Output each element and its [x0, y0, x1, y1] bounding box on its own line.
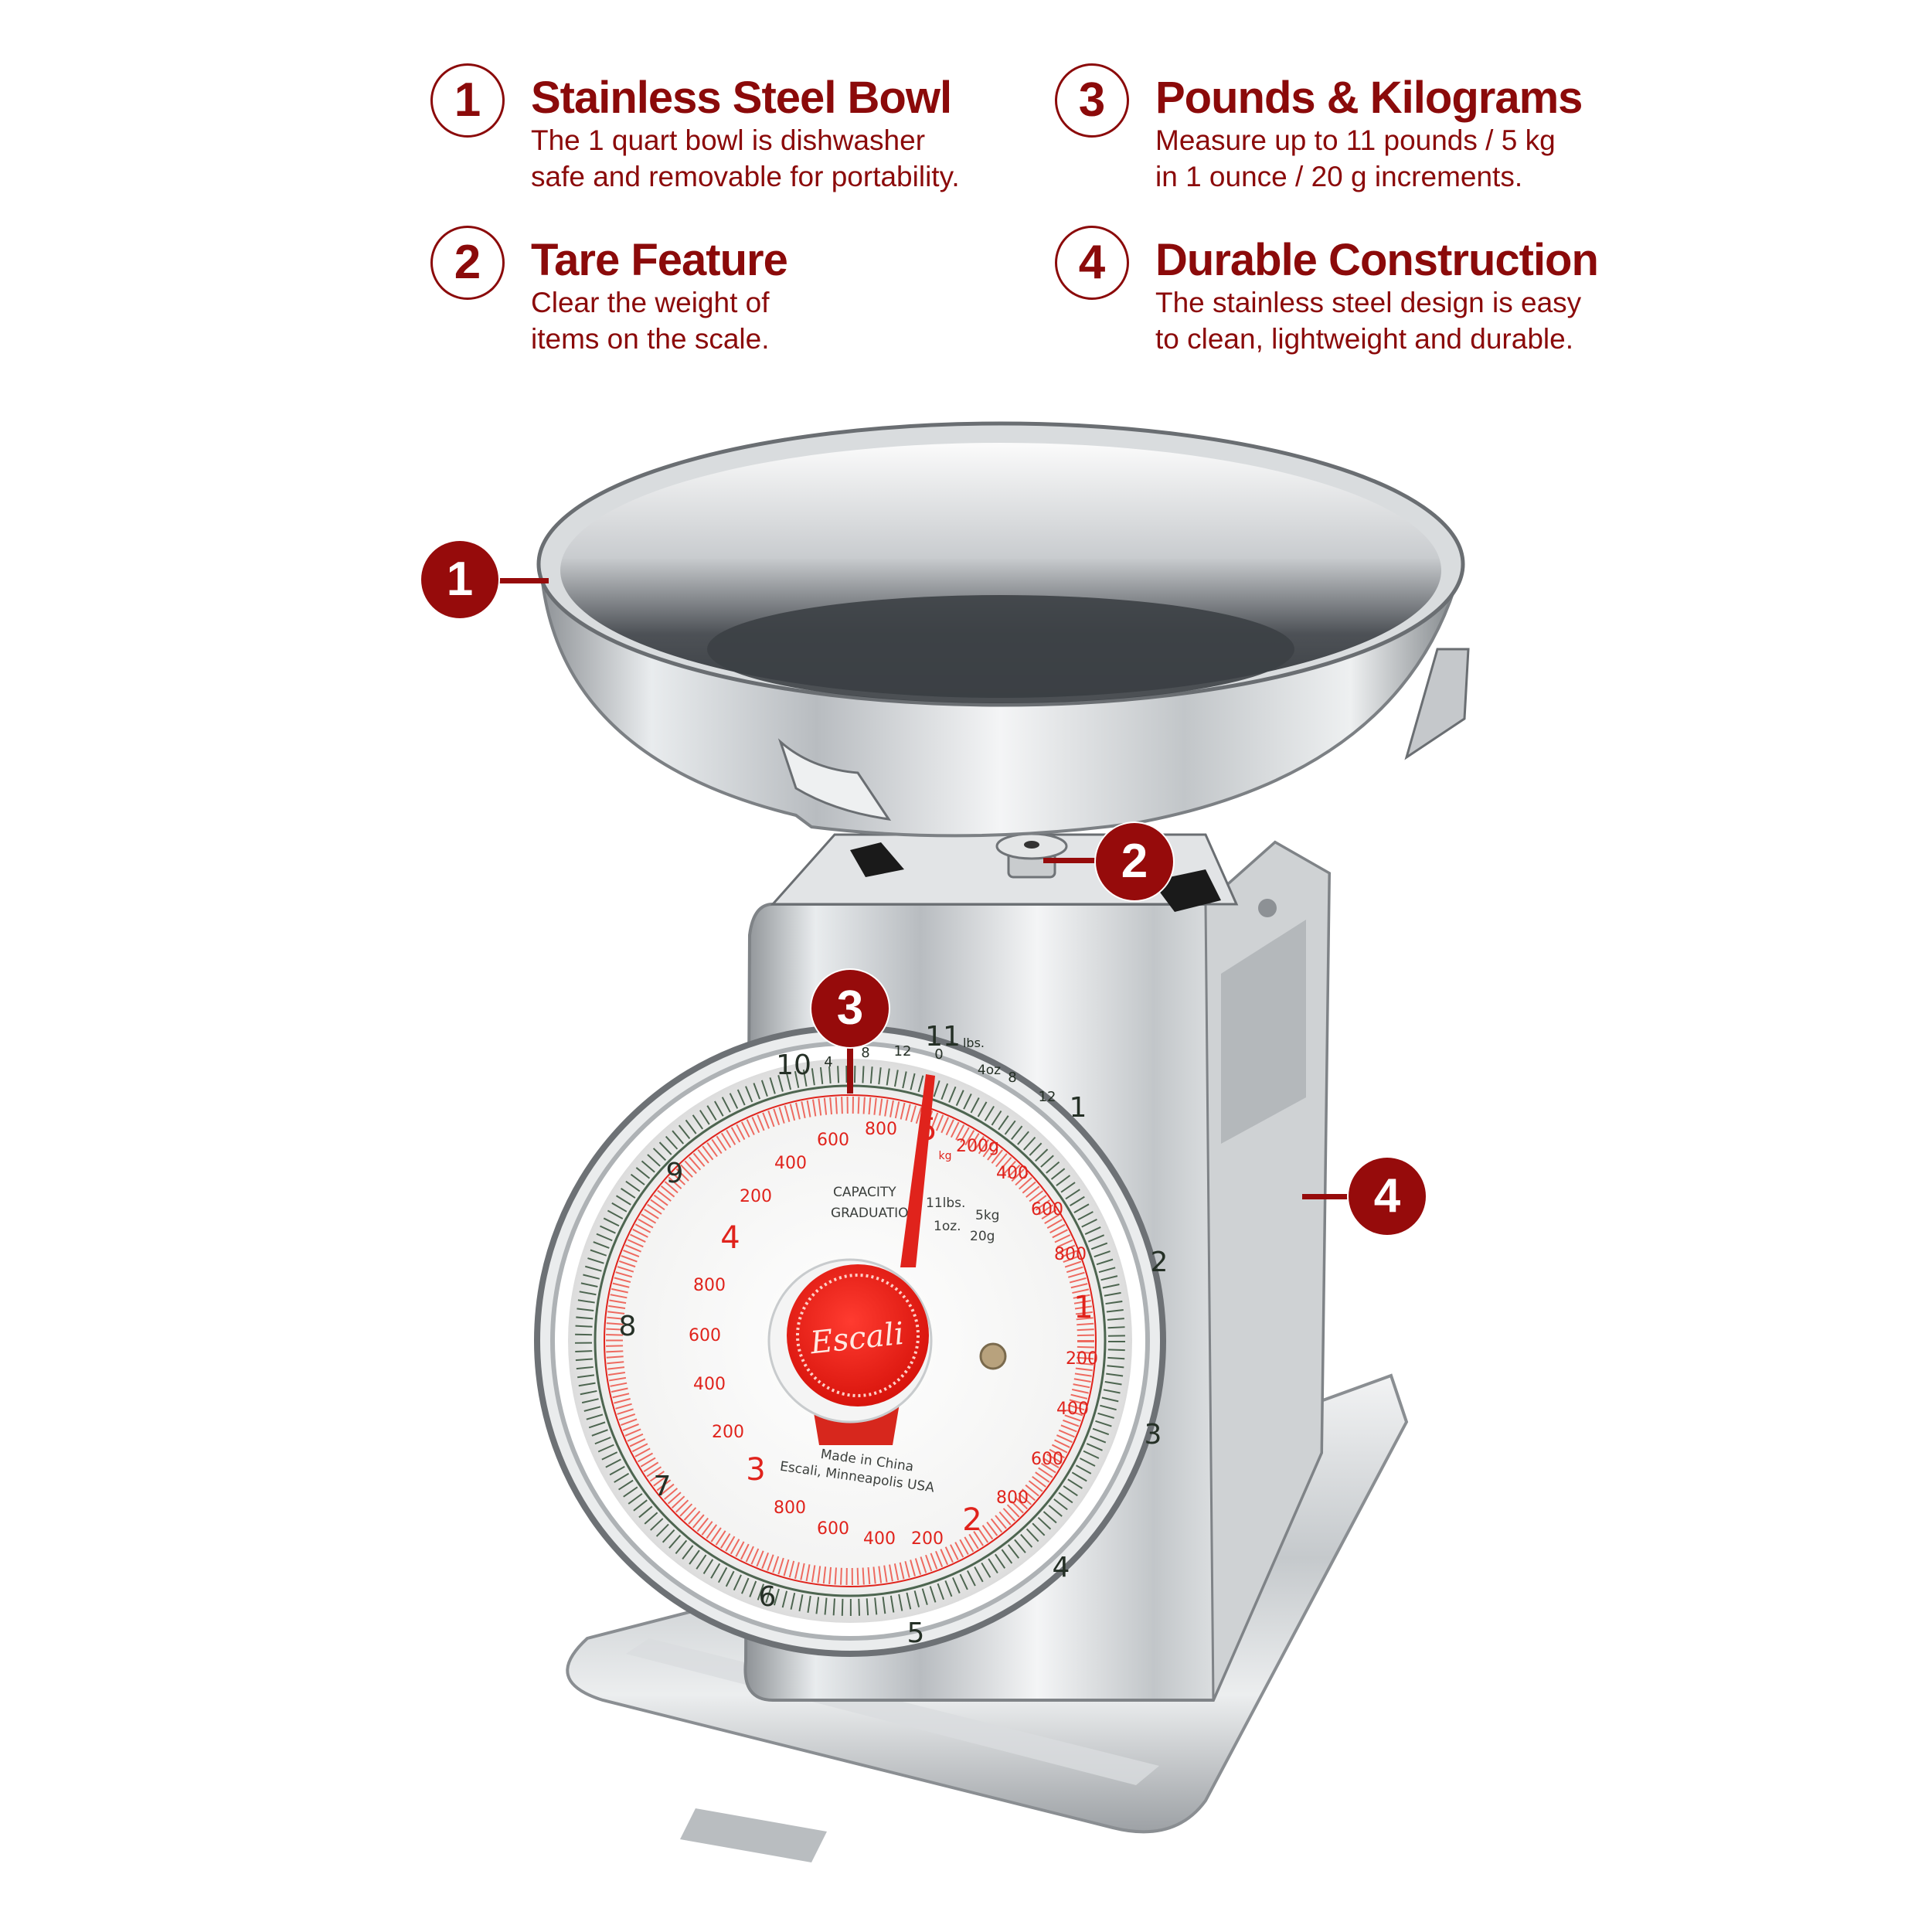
svg-text:400: 400 — [863, 1529, 896, 1549]
capacity-info: CAPACITY 11lbs. 5kg GRADUATION 1oz. 20g — [831, 1185, 999, 1244]
feature-description: Measure up to 11 pounds / 5 kg in 1 ounc… — [1155, 122, 1556, 195]
lb-8: 8 — [619, 1311, 637, 1342]
svg-text:400: 400 — [774, 1154, 807, 1173]
svg-text:400: 400 — [1056, 1400, 1089, 1419]
svg-text:600: 600 — [1031, 1200, 1063, 1219]
callout-line-bowl — [495, 578, 549, 583]
feature-description: Clear the weight of items on the scale. — [531, 284, 770, 357]
svg-text:1oz.: 1oz. — [934, 1219, 961, 1234]
needle — [900, 1074, 935, 1267]
svg-text:800: 800 — [1054, 1245, 1087, 1264]
feature-description-line: Clear the weight of — [531, 287, 770, 318]
feature-description: The stainless steel design is easy to cl… — [1155, 284, 1581, 357]
svg-text:200: 200 — [911, 1529, 944, 1549]
kg-3: 3 — [746, 1452, 765, 1488]
svg-text:600: 600 — [689, 1326, 721, 1345]
callout-line-tare — [1043, 858, 1105, 863]
callout-line-body — [1302, 1194, 1356, 1199]
svg-text:4: 4 — [824, 1054, 832, 1070]
feature-number-badge: 4 — [1055, 226, 1129, 300]
svg-text:200: 200 — [712, 1423, 744, 1442]
callout-marker-3: 3 — [811, 970, 889, 1047]
kg-1: 1 — [1073, 1290, 1093, 1325]
feature-description-line: safe and removable for portability. — [531, 161, 960, 192]
feature-number-badge: 2 — [430, 226, 505, 300]
kg-4: 4 — [720, 1220, 740, 1256]
lb-11: 11 — [925, 1021, 961, 1053]
svg-text:12: 12 — [894, 1043, 912, 1060]
stainless-bowl[interactable] — [536, 421, 1470, 838]
svg-text:GRADUATION: GRADUATION — [831, 1206, 918, 1221]
lb-3: 3 — [1145, 1419, 1162, 1451]
kg-2: 2 — [962, 1502, 981, 1538]
feature-description-line: to clean, lightweight and durable. — [1155, 323, 1573, 355]
feature-stainless-steel-bowl: 1 Stainless Steel Bowl The 1 quart bowl … — [430, 63, 1018, 202]
lb-7: 7 — [654, 1471, 672, 1502]
svg-text:20g: 20g — [970, 1229, 995, 1244]
svg-text:800: 800 — [865, 1120, 897, 1139]
svg-text:400: 400 — [693, 1375, 726, 1394]
feature-description-line: The stainless steel design is easy — [1155, 287, 1582, 318]
lb-labels: 11 1 2 3 4 5 6 7 8 9 10 lbs. 4oz 0 12 8 … — [619, 1021, 1168, 1649]
lb-9: 9 — [666, 1158, 684, 1189]
svg-text:800: 800 — [693, 1276, 726, 1295]
feature-description-line: in 1 ounce / 20 g increments. — [1155, 161, 1523, 192]
svg-text:12: 12 — [1039, 1089, 1056, 1105]
svg-text:8: 8 — [861, 1045, 869, 1061]
lb-10: 10 — [776, 1049, 811, 1081]
svg-text:800: 800 — [774, 1498, 806, 1518]
svg-text:600: 600 — [1031, 1450, 1063, 1469]
feature-title: Durable Construction — [1155, 235, 1599, 285]
svg-text:600: 600 — [817, 1131, 849, 1150]
callout-marker-1: 1 — [421, 541, 498, 618]
tare-knob[interactable] — [995, 832, 1068, 879]
svg-text:kg: kg — [939, 1150, 952, 1162]
feature-title: Stainless Steel Bowl — [531, 73, 952, 123]
lb-unit: lbs. — [963, 1036, 985, 1050]
feature-number-badge: 1 — [430, 63, 505, 138]
zero-oz: 0 — [934, 1046, 943, 1063]
svg-text:600: 600 — [817, 1519, 849, 1539]
lb-2: 2 — [1151, 1247, 1168, 1278]
feature-durable-construction: 4 Durable Construction The stainless ste… — [1055, 226, 1673, 365]
feature-description-line: items on the scale. — [531, 323, 770, 355]
callout-line-dial — [847, 1036, 853, 1094]
oz-4: 4oz — [978, 1063, 1001, 1078]
svg-text:200g: 200g — [956, 1137, 999, 1156]
svg-text:200: 200 — [740, 1187, 772, 1206]
feature-tare: 2 Tare Feature Clear the weight of items… — [430, 226, 1018, 365]
lb-5: 5 — [907, 1617, 925, 1649]
lb-1: 1 — [1070, 1092, 1087, 1124]
callout-marker-4: 4 — [1349, 1158, 1426, 1235]
svg-text:5kg: 5kg — [975, 1208, 999, 1223]
lb-6: 6 — [759, 1581, 777, 1613]
svg-text:200: 200 — [1066, 1349, 1098, 1369]
feature-title: Tare Feature — [531, 235, 788, 285]
lb-4: 4 — [1053, 1552, 1070, 1583]
feature-description-line: The 1 quart bowl is dishwasher — [531, 124, 926, 156]
kg-labels: 5 kg 200g 400 600 800 1 200 400 600 800 … — [689, 1112, 1098, 1549]
svg-text:800: 800 — [996, 1488, 1029, 1508]
feature-title: Pounds & Kilograms — [1155, 73, 1583, 123]
feature-number-badge: 3 — [1055, 63, 1129, 138]
svg-text:11lbs.: 11lbs. — [926, 1196, 965, 1211]
callout-marker-2: 2 — [1096, 823, 1173, 900]
feature-description-line: Measure up to 11 pounds / 5 kg — [1155, 124, 1556, 156]
svg-text:CAPACITY: CAPACITY — [833, 1185, 896, 1200]
svg-text:8: 8 — [1008, 1070, 1016, 1086]
feature-pounds-kilograms: 3 Pounds & Kilograms Measure up to 11 po… — [1055, 63, 1673, 202]
svg-text:400: 400 — [996, 1164, 1029, 1183]
dial: 11 1 2 3 4 5 6 7 8 9 10 lbs. 4oz 0 12 8 … — [534, 1021, 1168, 1657]
feature-description: The 1 quart bowl is dishwasher safe and … — [531, 122, 960, 195]
